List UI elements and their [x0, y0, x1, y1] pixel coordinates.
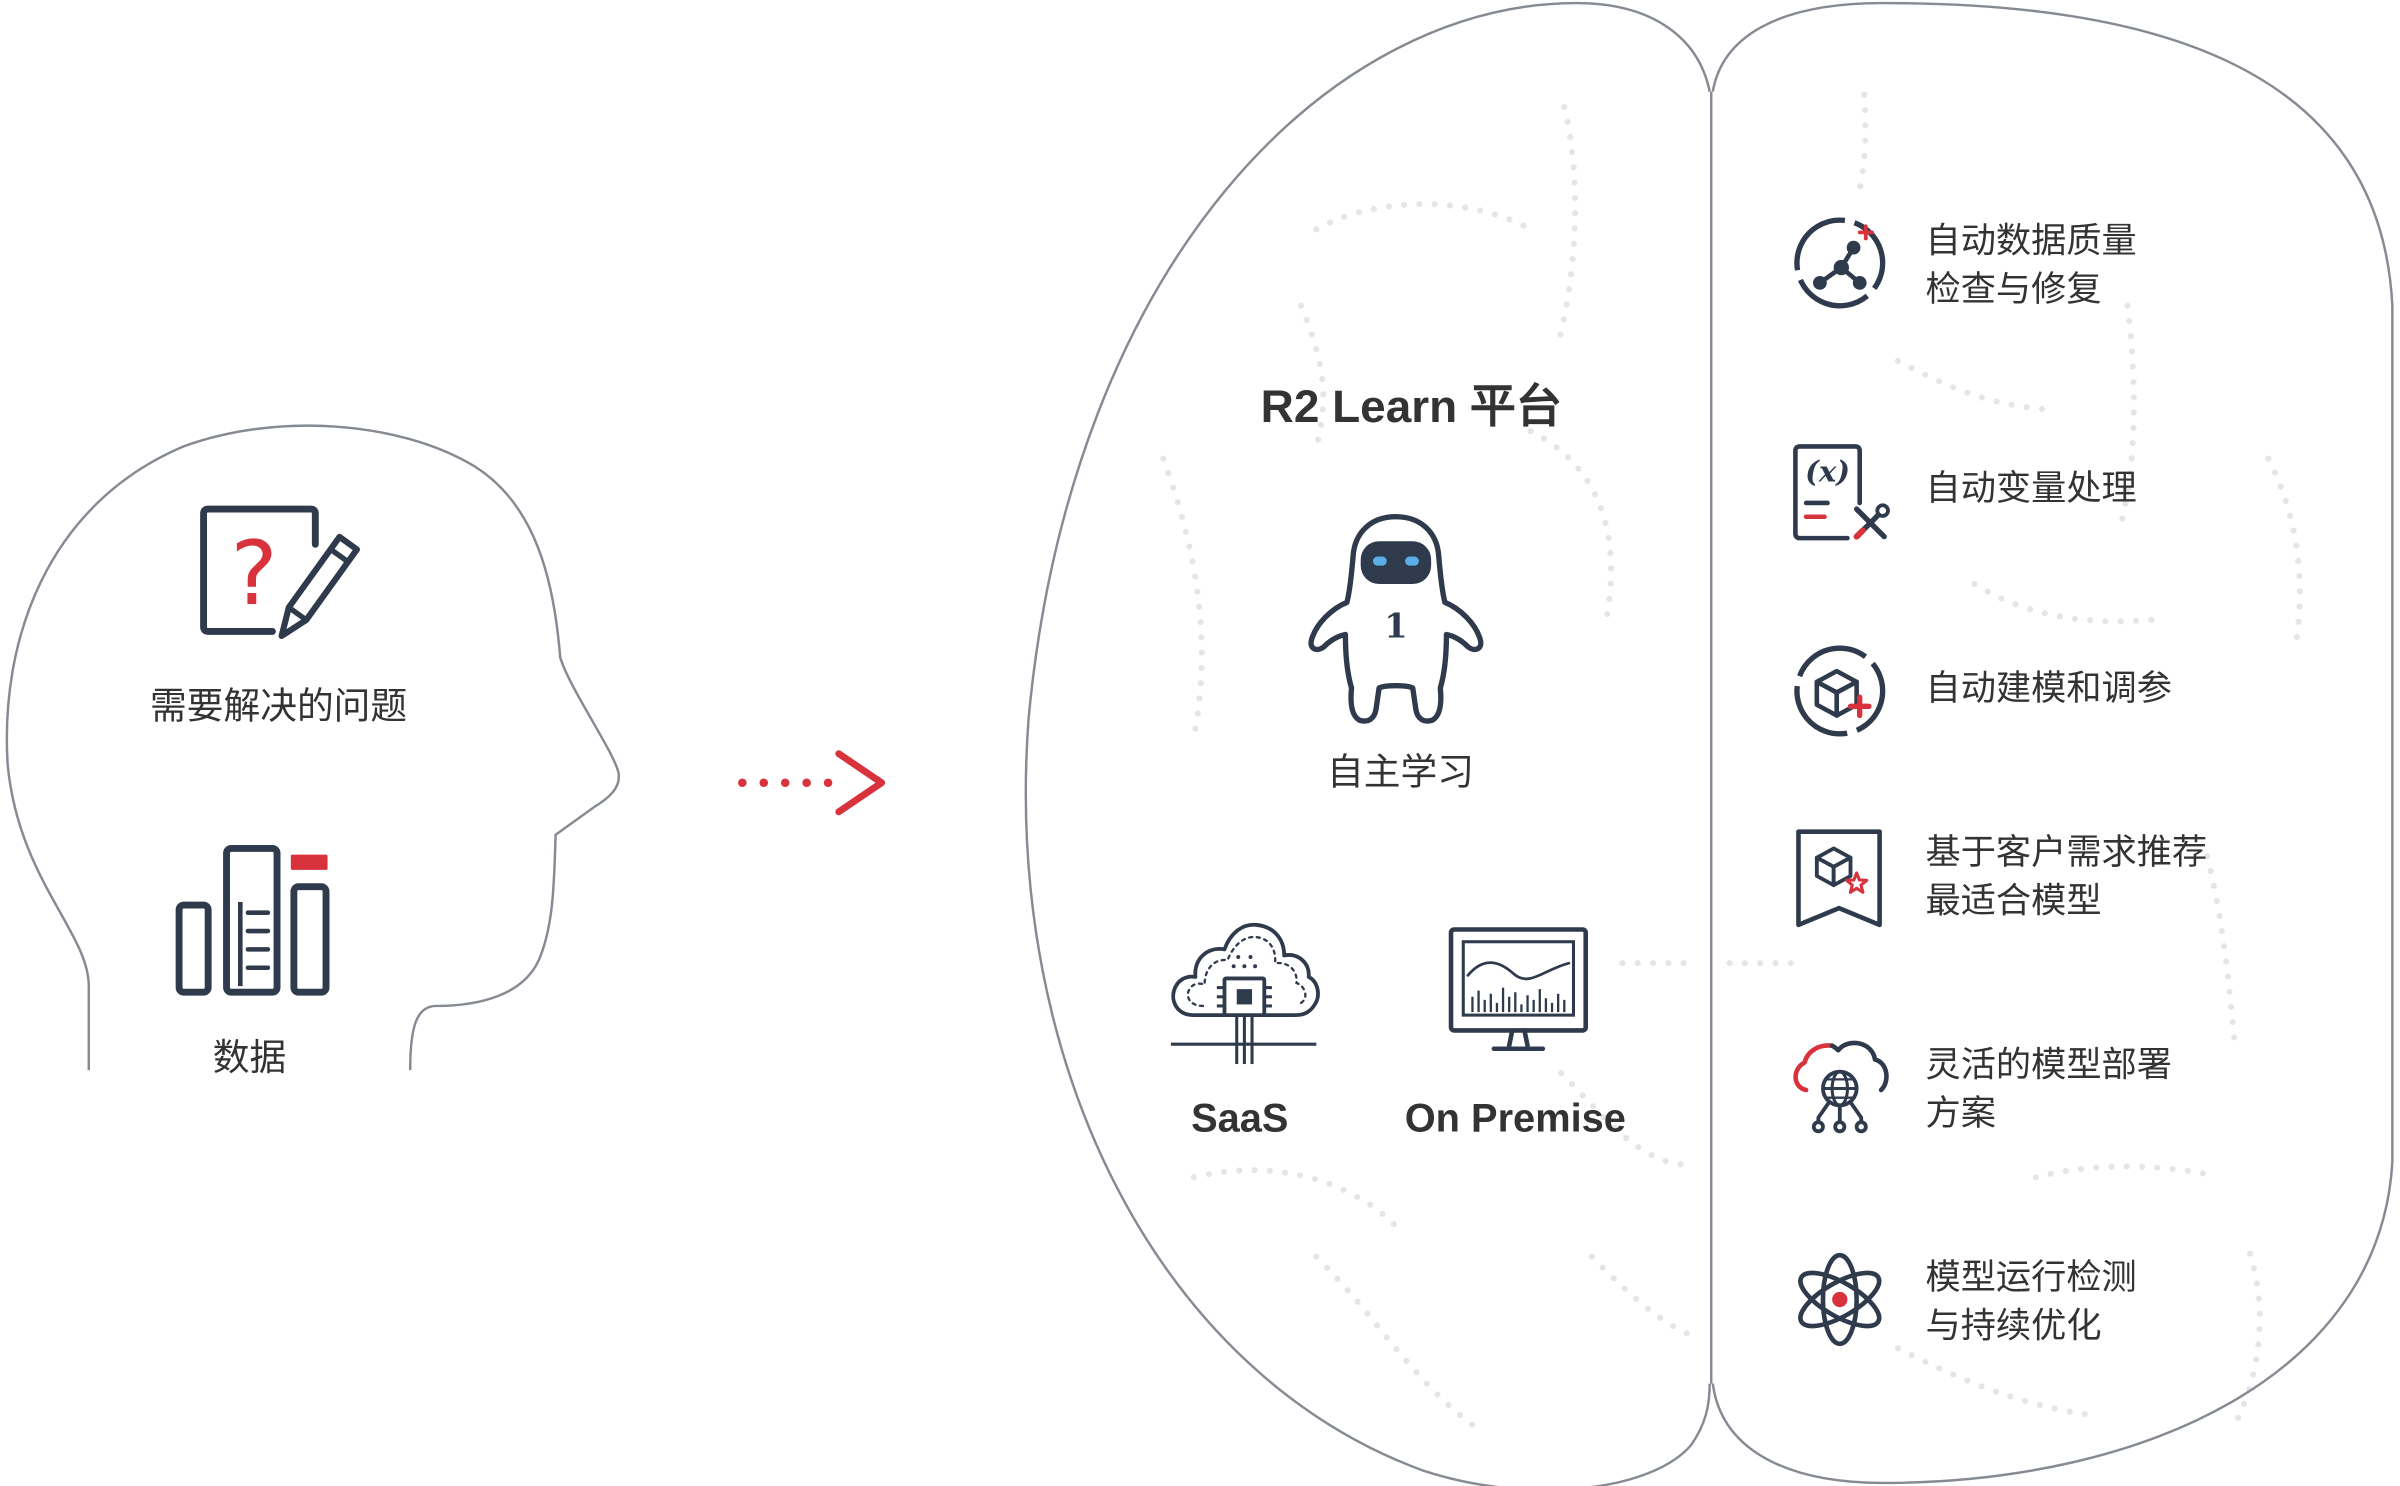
flow-arrow-icon [738, 750, 886, 816]
feature-line: 灵活的模型部署 [1925, 1045, 2172, 1086]
robot-icon: 1 [1308, 514, 1484, 724]
pencil-icon [278, 533, 360, 640]
modeling-icon [1794, 645, 1886, 737]
head-outline [5, 424, 621, 1071]
agent-label: 自主学习 [1327, 750, 1474, 794]
globe-icon [1821, 1069, 1859, 1108]
cloud-chip-icon [1170, 922, 1320, 1065]
feature-item: 基于客户需求推荐 最适合模型 [1926, 829, 2208, 927]
tools-icon [1853, 503, 1890, 540]
star-icon [1844, 871, 1869, 894]
platform-title: R2 Learn 平台 [1260, 382, 1562, 433]
brain-right-hemisphere [1711, 1, 2394, 1485]
brain-left-hemisphere [1024, 1, 1711, 1486]
feature-line: 方案 [1925, 1094, 1996, 1135]
atom-monitoring-icon [1798, 1252, 1882, 1347]
problem-label: 需要解决的问题 [149, 684, 408, 728]
feature-line: 自动数据质量 [1925, 221, 2137, 262]
robot-badge: 1 [1384, 606, 1407, 646]
feature-line: 与持续优化 [1925, 1307, 2102, 1347]
robot-visor [1360, 541, 1432, 585]
cube-icon [1814, 846, 1853, 888]
recommend-model-icon [1796, 829, 1882, 928]
chip-icon [1216, 976, 1272, 1018]
bar-chart-icon [175, 845, 330, 996]
cloud-deploy-icon [1793, 1040, 1889, 1134]
data-quality-icon [1794, 217, 1886, 309]
data-label: 数据 [212, 1036, 287, 1080]
feature-item: 灵活的模型部署 方案 [1926, 1041, 2172, 1139]
question-document-icon: ? [200, 505, 360, 640]
question-mark-glyph: ? [231, 522, 278, 625]
variable-processing-icon: (x) [1793, 444, 1890, 541]
feature-line: 自动建模和调参 [1925, 669, 2172, 710]
feature-item: 自动建模和调参 [1926, 665, 2172, 714]
saas-label: SaaS [1191, 1094, 1289, 1141]
variable-glyph: (x) [1805, 455, 1850, 489]
background-dots [1160, 91, 2303, 1428]
feature-line: 模型运行检测 [1925, 1258, 2137, 1298]
brain-outline [1024, 1, 2394, 1486]
on-premise-label: On Premise [1404, 1094, 1626, 1141]
feature-line: 自动变量处理 [1925, 469, 2137, 510]
monitor-icon [1448, 927, 1589, 1052]
feature-item: 模型运行检测 与持续优化 [1926, 1254, 2137, 1352]
feature-line: 检查与修复 [1925, 270, 2102, 311]
feature-line: 基于客户需求推荐 [1925, 833, 2208, 873]
feature-item: 自动数据质量 检查与修复 [1926, 217, 2137, 315]
feature-line: 最适合模型 [1925, 882, 2102, 922]
feature-item: 自动变量处理 [1926, 465, 2137, 514]
